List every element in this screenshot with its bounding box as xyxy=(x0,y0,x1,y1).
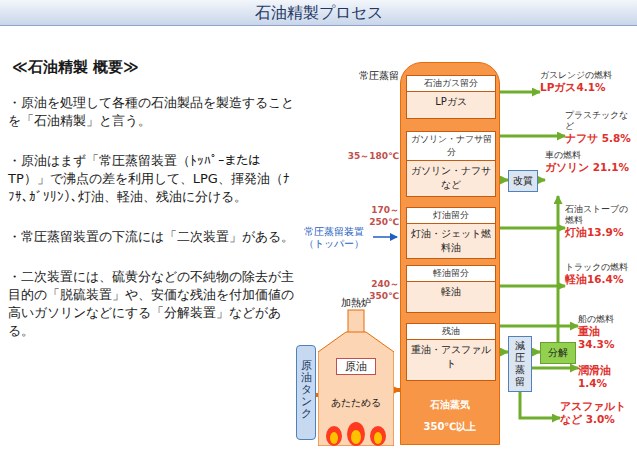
node-text: ガソリン・ナフサなど xyxy=(407,161,495,195)
node-text: 原油タンク xyxy=(301,360,312,420)
node-text: 重油34.3% xyxy=(578,325,634,351)
section-heading: ≪石油精製 概要≫ xyxy=(12,58,302,77)
fraction-box: 灯油留分灯油・ジェット燃料油 xyxy=(406,207,496,259)
node-text: ガソリン 21.1% xyxy=(545,161,632,174)
title-bar: 石油精製プロセス xyxy=(0,0,637,26)
furnace: 加熱炉原油あたためる xyxy=(318,296,394,446)
node-text: トラックの燃料 xyxy=(565,262,632,273)
flow-arrow xyxy=(532,367,578,370)
flow-arrow xyxy=(520,392,560,418)
node-text: 船の燃料 xyxy=(578,314,634,325)
bullet-text: ・常圧蒸留装置の下流には「二次装置」がある。 xyxy=(8,228,296,246)
flow-arrow xyxy=(496,135,565,138)
node-text: 潤滑油 1.4% xyxy=(578,364,634,390)
temperature-label: 35～180℃ xyxy=(342,150,399,163)
flow-arrow xyxy=(496,285,565,288)
product-label: 船の燃料重油34.3% xyxy=(578,314,634,356)
bullet-text: ・二次装置には、硫黄分などの不純物の除去が主目的の「脱硫装置」や、安価な残油を付… xyxy=(8,268,296,340)
node-text: プラスチックなど xyxy=(565,110,632,132)
flow-arrow xyxy=(557,196,560,342)
callout-label: 常圧蒸留装置 （トッパー） xyxy=(304,226,371,250)
temperature-label: 170～250℃ xyxy=(342,204,399,227)
node-text: 軽油 xyxy=(407,282,495,302)
flow-arrow xyxy=(538,179,545,182)
node-text: 石油ストーブの燃料 xyxy=(565,204,632,226)
title-text: 石油精製プロセス xyxy=(0,0,637,25)
node-text: ナフサ 5.8% xyxy=(565,132,632,145)
node-text: ガソリン・ナフサ留分 xyxy=(407,132,495,161)
product-label: 車の燃料ガソリン 21.1% xyxy=(545,150,632,196)
node-text: 軽油留分 xyxy=(407,266,495,282)
product-label: アスファルトなど 3.0% xyxy=(560,400,632,436)
product-label: プラスチックなどナフサ 5.8% xyxy=(565,110,632,148)
product-label: ガスレンジの燃料LPガス4.1% xyxy=(540,70,632,106)
fraction-box: 残油重油・アスファルト xyxy=(406,323,496,381)
node-text: アスファルトなど 3.0% xyxy=(560,400,632,426)
node-text: 分解 xyxy=(541,343,575,363)
product-label: トラックの燃料軽油16.4% xyxy=(565,262,632,304)
flow-arrow xyxy=(532,351,540,354)
process-box: 分解 xyxy=(540,342,576,364)
node-text: 石油ガス留分 xyxy=(407,76,495,92)
process-box: 減圧蒸留 xyxy=(508,336,532,392)
flow-arrow xyxy=(496,227,565,230)
node-text: 減圧蒸留 xyxy=(509,337,531,391)
product-label: 石油ストーブの燃料灯油13.9% xyxy=(565,204,632,248)
fraction-box: 軽油留分軽油 xyxy=(406,265,496,313)
node-text: 灯油13.9% xyxy=(565,226,632,239)
node-text: あたためる xyxy=(318,396,394,410)
bullet-list: ・原油を処理して各種の石油製品を製造することを「石油精製」と言う。・原油はまず「… xyxy=(8,94,296,362)
bullet-text: ・原油はまず「常圧蒸留装置（ﾄｯﾊﾟｰまたはTP）」で沸点の差を利用して、LPG… xyxy=(8,152,296,206)
temperature-label: 350℃以上 xyxy=(404,420,496,434)
process-box: 改質 xyxy=(508,170,538,192)
product-label: 潤滑油 1.4% xyxy=(578,364,634,394)
node-text: ガスレンジの燃料 xyxy=(540,70,632,81)
node-text: 常圧蒸留 xyxy=(351,69,399,83)
vapor-label: 石油蒸気 xyxy=(404,398,496,412)
flow-arrow xyxy=(496,325,578,328)
fraction-box: 石油ガス留分LPガス xyxy=(406,75,496,119)
fraction-box: ガソリン・ナフサ留分ガソリン・ナフサなど xyxy=(406,131,496,197)
node-text: LPガス xyxy=(407,92,495,112)
temperature-label: 240～350℃ xyxy=(342,278,399,301)
distillation-column: 常圧蒸留石油ガス留分LPガスガソリン・ナフサ留分ガソリン・ナフサなど灯油留分灯油… xyxy=(400,62,500,445)
node-text: 残油 xyxy=(407,324,495,340)
node-text: 原油 xyxy=(336,358,376,375)
bullet-text: ・原油を処理して各種の石油製品を製造することを「石油精製」と言う。 xyxy=(8,94,296,130)
flow-arrow xyxy=(496,91,540,94)
crude-tank: 原油タンク xyxy=(296,345,316,440)
node-text: 改質 xyxy=(509,171,537,191)
node-text: 軽油16.4% xyxy=(565,273,632,286)
node-text: LPガス4.1% xyxy=(540,81,632,94)
node-text: 灯油留分 xyxy=(407,208,495,224)
node-text: 灯油・ジェット燃料油 xyxy=(407,224,495,258)
leader-arrow xyxy=(373,236,397,238)
node-text: 重油・アスファルト xyxy=(407,340,495,374)
node-text: 車の燃料 xyxy=(545,150,632,161)
